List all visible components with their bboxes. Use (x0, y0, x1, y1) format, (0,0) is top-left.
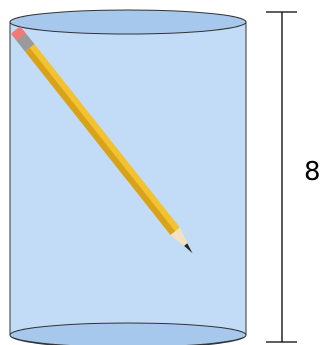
pencil-lead-tip (184, 243, 193, 254)
cylinder-top-cap (9, 9, 247, 35)
pencil (11, 26, 193, 254)
pencil-ferrule (16, 33, 35, 52)
height-label: 8 (304, 157, 321, 187)
pencil-stripe (25, 47, 176, 236)
cylinder-bottom-cap (9, 322, 247, 345)
height-dimension-line (266, 11, 297, 343)
